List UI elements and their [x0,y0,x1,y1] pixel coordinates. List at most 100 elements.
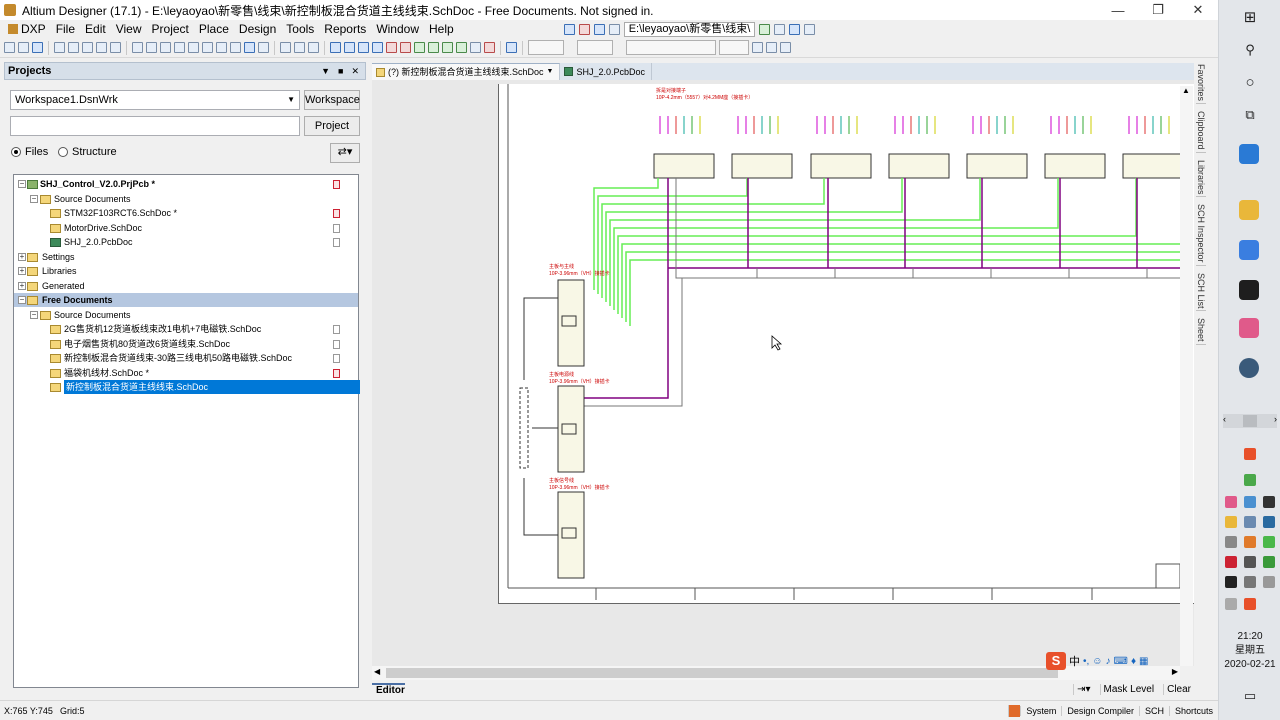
favorites-icon[interactable] [804,23,816,35]
radio-structure[interactable] [58,147,68,157]
menu-view[interactable]: View [115,22,142,36]
emoji-icon[interactable]: ☺ [1092,655,1103,667]
tree-doc-motordrive[interactable]: MotorDrive.SchDoc [14,221,358,235]
tree-doc-stm32[interactable]: STM32F103RCT6.SchDoc * [14,206,358,220]
place-sheet-entry-icon[interactable] [442,42,453,53]
volume-icon[interactable] [1263,576,1275,588]
zoom-selected-icon[interactable] [110,42,121,53]
move-icon[interactable] [202,42,213,53]
maximize-button[interactable]: ❐ [1152,2,1164,17]
collapse-icon[interactable]: − [30,194,38,203]
undo-icon[interactable] [244,42,255,53]
vertical-scrollbar[interactable]: ▲ [1180,86,1193,666]
side-tab-libraries[interactable]: Libraries [1196,158,1206,198]
tree-source-documents[interactable]: − Source Documents [14,192,358,206]
tray-scrollbar[interactable]: ‹ › [1223,414,1277,428]
browse-component-icon[interactable] [308,42,319,53]
collapse-icon[interactable]: − [30,310,38,319]
sogou-tray-icon[interactable] [1244,448,1256,460]
minimize-button[interactable]: — [1111,2,1125,18]
tray-app-icon[interactable] [1263,556,1275,568]
chevron-down-icon[interactable]: ▼ [546,68,554,75]
tree-free-doc-2[interactable]: 电子烟售货机80货道改6货道线束.SchDoc [14,337,358,351]
tray-app-icon[interactable] [1225,496,1237,508]
copy-icon[interactable] [160,42,171,53]
tab-pcbdoc[interactable]: SHJ_2.0.PcbDoc [560,63,652,80]
redo-icon[interactable] [258,42,269,53]
menu-place[interactable]: Place [198,22,229,36]
tree-free-doc-4[interactable]: 福袋机线材.SchDoc * [14,366,358,380]
tree-free-doc-1[interactable]: 2G售货机12货道板线束改1电机+7电磁铁.SchDoc [14,322,358,336]
microphone-icon[interactable]: ♪ [1105,655,1111,667]
style-combo[interactable] [626,40,716,55]
place-part-icon[interactable] [414,42,425,53]
expand-icon[interactable]: + [18,281,26,290]
network-icon[interactable] [1244,576,1256,588]
forward-icon[interactable] [774,23,786,35]
mask-level-button[interactable]: Mask Level [1099,684,1158,695]
green-wire[interactable] [621,243,1180,318]
path-field[interactable]: E:\leyaoyao\新零售\线束\ [623,21,756,37]
tree-free-documents[interactable]: − Free Documents [14,293,358,307]
horizontal-scrollbar[interactable]: ◀ ▶ [372,666,1180,680]
connector-far-left[interactable] [519,387,529,469]
menu-project[interactable]: Project [151,22,189,36]
tab-main-schdoc[interactable]: (?) 新控制板混合货道主线线束.SchDoc ▼ [372,63,561,80]
altium-taskbar-icon[interactable] [1239,280,1259,300]
system-button[interactable]: System [1020,705,1061,716]
project-button[interactable]: Project [304,116,360,136]
green-wire[interactable] [625,251,1180,322]
connector-top-2[interactable] [731,153,793,179]
tray-app-icon[interactable] [1225,576,1237,588]
place-wire-icon[interactable] [330,42,341,53]
notifications-icon[interactable]: ▭ [1243,688,1257,703]
save-icon[interactable] [32,42,43,53]
green-wire[interactable] [593,178,659,290]
panel-options-button[interactable]: ⇄▾ [330,143,360,163]
project-filter-field[interactable] [10,116,300,136]
workspace-button[interactable]: Workspace [304,90,360,110]
side-tab-sch-list[interactable]: SCH List [1196,271,1206,312]
tray-app-icon[interactable] [1225,516,1237,528]
search-icon[interactable]: ⚲ [1245,42,1255,57]
tray-app-icon[interactable] [1244,598,1256,610]
side-tab-sch-inspector[interactable]: SCH Inspector [1196,202,1206,266]
print-icon[interactable] [54,42,65,53]
tree-free-source-documents[interactable]: − Source Documents [14,308,358,322]
view-mode-structure[interactable]: Structure [58,146,117,158]
tray-app-icon[interactable] [1244,556,1256,568]
tree-free-doc-5-selected[interactable]: 新控制板混合货道主线线束.SchDoc [14,380,360,394]
filter-icon[interactable]: ⇥▾ [1073,684,1093,695]
gray-wire[interactable] [582,278,683,407]
size-combo[interactable] [577,40,613,55]
sogou-logo-icon[interactable]: S [1046,652,1066,670]
connector-top-5[interactable] [966,153,1028,179]
hierarchy-icon[interactable] [280,42,291,53]
place-sheet-symbol-icon[interactable] [428,42,439,53]
port-tool-icon[interactable] [578,23,590,35]
side-tab-sheet[interactable]: Sheet [1196,316,1206,345]
clear-filter-icon[interactable] [230,42,241,53]
distribute-icon[interactable] [766,42,777,53]
tray-app-icon[interactable] [1225,598,1237,610]
green-wire[interactable] [605,178,903,302]
align-icon[interactable] [752,42,763,53]
color-combo[interactable] [719,40,749,55]
tray-app-icon[interactable] [1263,536,1275,548]
tray-app-icon[interactable] [1225,536,1237,548]
purple-wire[interactable] [582,178,669,399]
connector-top-6[interactable] [1044,153,1106,179]
tray-scroll-right-icon[interactable]: › [1274,414,1277,424]
tray-app-icon[interactable] [1244,536,1256,548]
battery-tray-icon[interactable] [1244,474,1256,486]
back-icon[interactable] [759,23,771,35]
black-wire[interactable] [523,297,558,380]
side-tab-favorites[interactable]: Favorites [1196,62,1206,105]
place-bus-icon[interactable] [344,42,355,53]
tray-app-icon[interactable] [1225,556,1237,568]
power-tool-icon[interactable] [593,23,605,35]
place-bus-entry-icon[interactable] [358,42,369,53]
paste-icon[interactable] [174,42,185,53]
side-tab-clipboard[interactable]: Clipboard [1196,109,1206,153]
deselect-icon[interactable] [216,42,227,53]
